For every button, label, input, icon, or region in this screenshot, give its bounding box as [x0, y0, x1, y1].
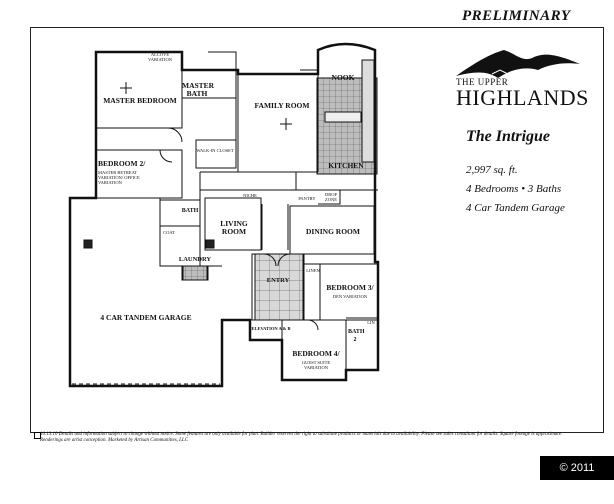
lin-label: LIN — [367, 320, 375, 325]
linen-label: LINEN — [306, 268, 320, 273]
disclaimer-text: 10.13.10 Details and information subject… — [40, 432, 563, 443]
garage-value: 4 Car Tandem Garage — [466, 202, 565, 214]
sqft-value: 2,997 sq. ft. — [466, 164, 518, 176]
beds-baths-value: 4 Bedrooms • 3 Baths — [466, 183, 562, 195]
copyright-badge: © 2011 NNRMLS — [540, 456, 614, 498]
laundry-tile-floor — [182, 265, 208, 281]
equal-housing-icon — [34, 432, 41, 439]
drop-zone-label: DROP ZONE — [324, 192, 337, 202]
master-bedroom-label: MASTER BEDROOM — [103, 96, 177, 105]
bedroom3-variation-label: DEN VARIATION — [332, 294, 368, 299]
entry-tile-floor — [254, 253, 304, 321]
floor-plan-drawing — [68, 42, 380, 388]
bath2-label: BATH 2 — [348, 329, 365, 343]
alcove-variation-label: ALCOVE VARIATION — [148, 52, 172, 62]
master-bath-label: MASTER BATH — [182, 81, 215, 98]
preliminary-label: PRELIMINARY — [462, 8, 571, 24]
plan-frame — [30, 27, 604, 433]
nook-label: NOOK — [331, 73, 355, 82]
family-room-label: FAMILY ROOM — [254, 101, 310, 110]
plan-title: The Intrigue — [466, 128, 551, 145]
kitchen-label: KITCHEN — [328, 161, 364, 170]
brand-name: HIGHLANDS — [456, 85, 589, 110]
garage-label: 4 CAR TANDEM GARAGE — [100, 313, 192, 322]
bedroom2-label: BEDROOM 2/ — [98, 159, 146, 168]
laundry-label: LAUNDRY — [178, 256, 212, 263]
elevation-label: ELEVATION A & B — [251, 326, 291, 331]
dining-room-label: DINING ROOM — [306, 227, 360, 236]
pantry-label: PANTRY — [298, 196, 316, 201]
bedroom4-label: BEDROOM 4/ — [292, 349, 340, 358]
walk-in-closet-label: WALK-IN CLOSET — [196, 148, 234, 153]
bedroom3-label: BEDROOM 3/ — [326, 283, 374, 292]
entry-label: ENTRY — [266, 277, 290, 284]
living-room-label: LIVING ROOM — [220, 219, 248, 236]
bedroom4-variation-label: GUEST SUITE VARIATION — [301, 360, 331, 370]
bedroom2-variation-label: MASTER RETREAT VARIATION/ OFFICE VARIATI… — [98, 170, 140, 185]
brand-line1: THE UPPER — [456, 77, 509, 87]
mountain-logo-icon — [456, 50, 580, 78]
bath-label: BATH — [181, 208, 199, 214]
coat-label: COAT — [163, 230, 175, 235]
niche-label: NICHE — [243, 193, 257, 198]
